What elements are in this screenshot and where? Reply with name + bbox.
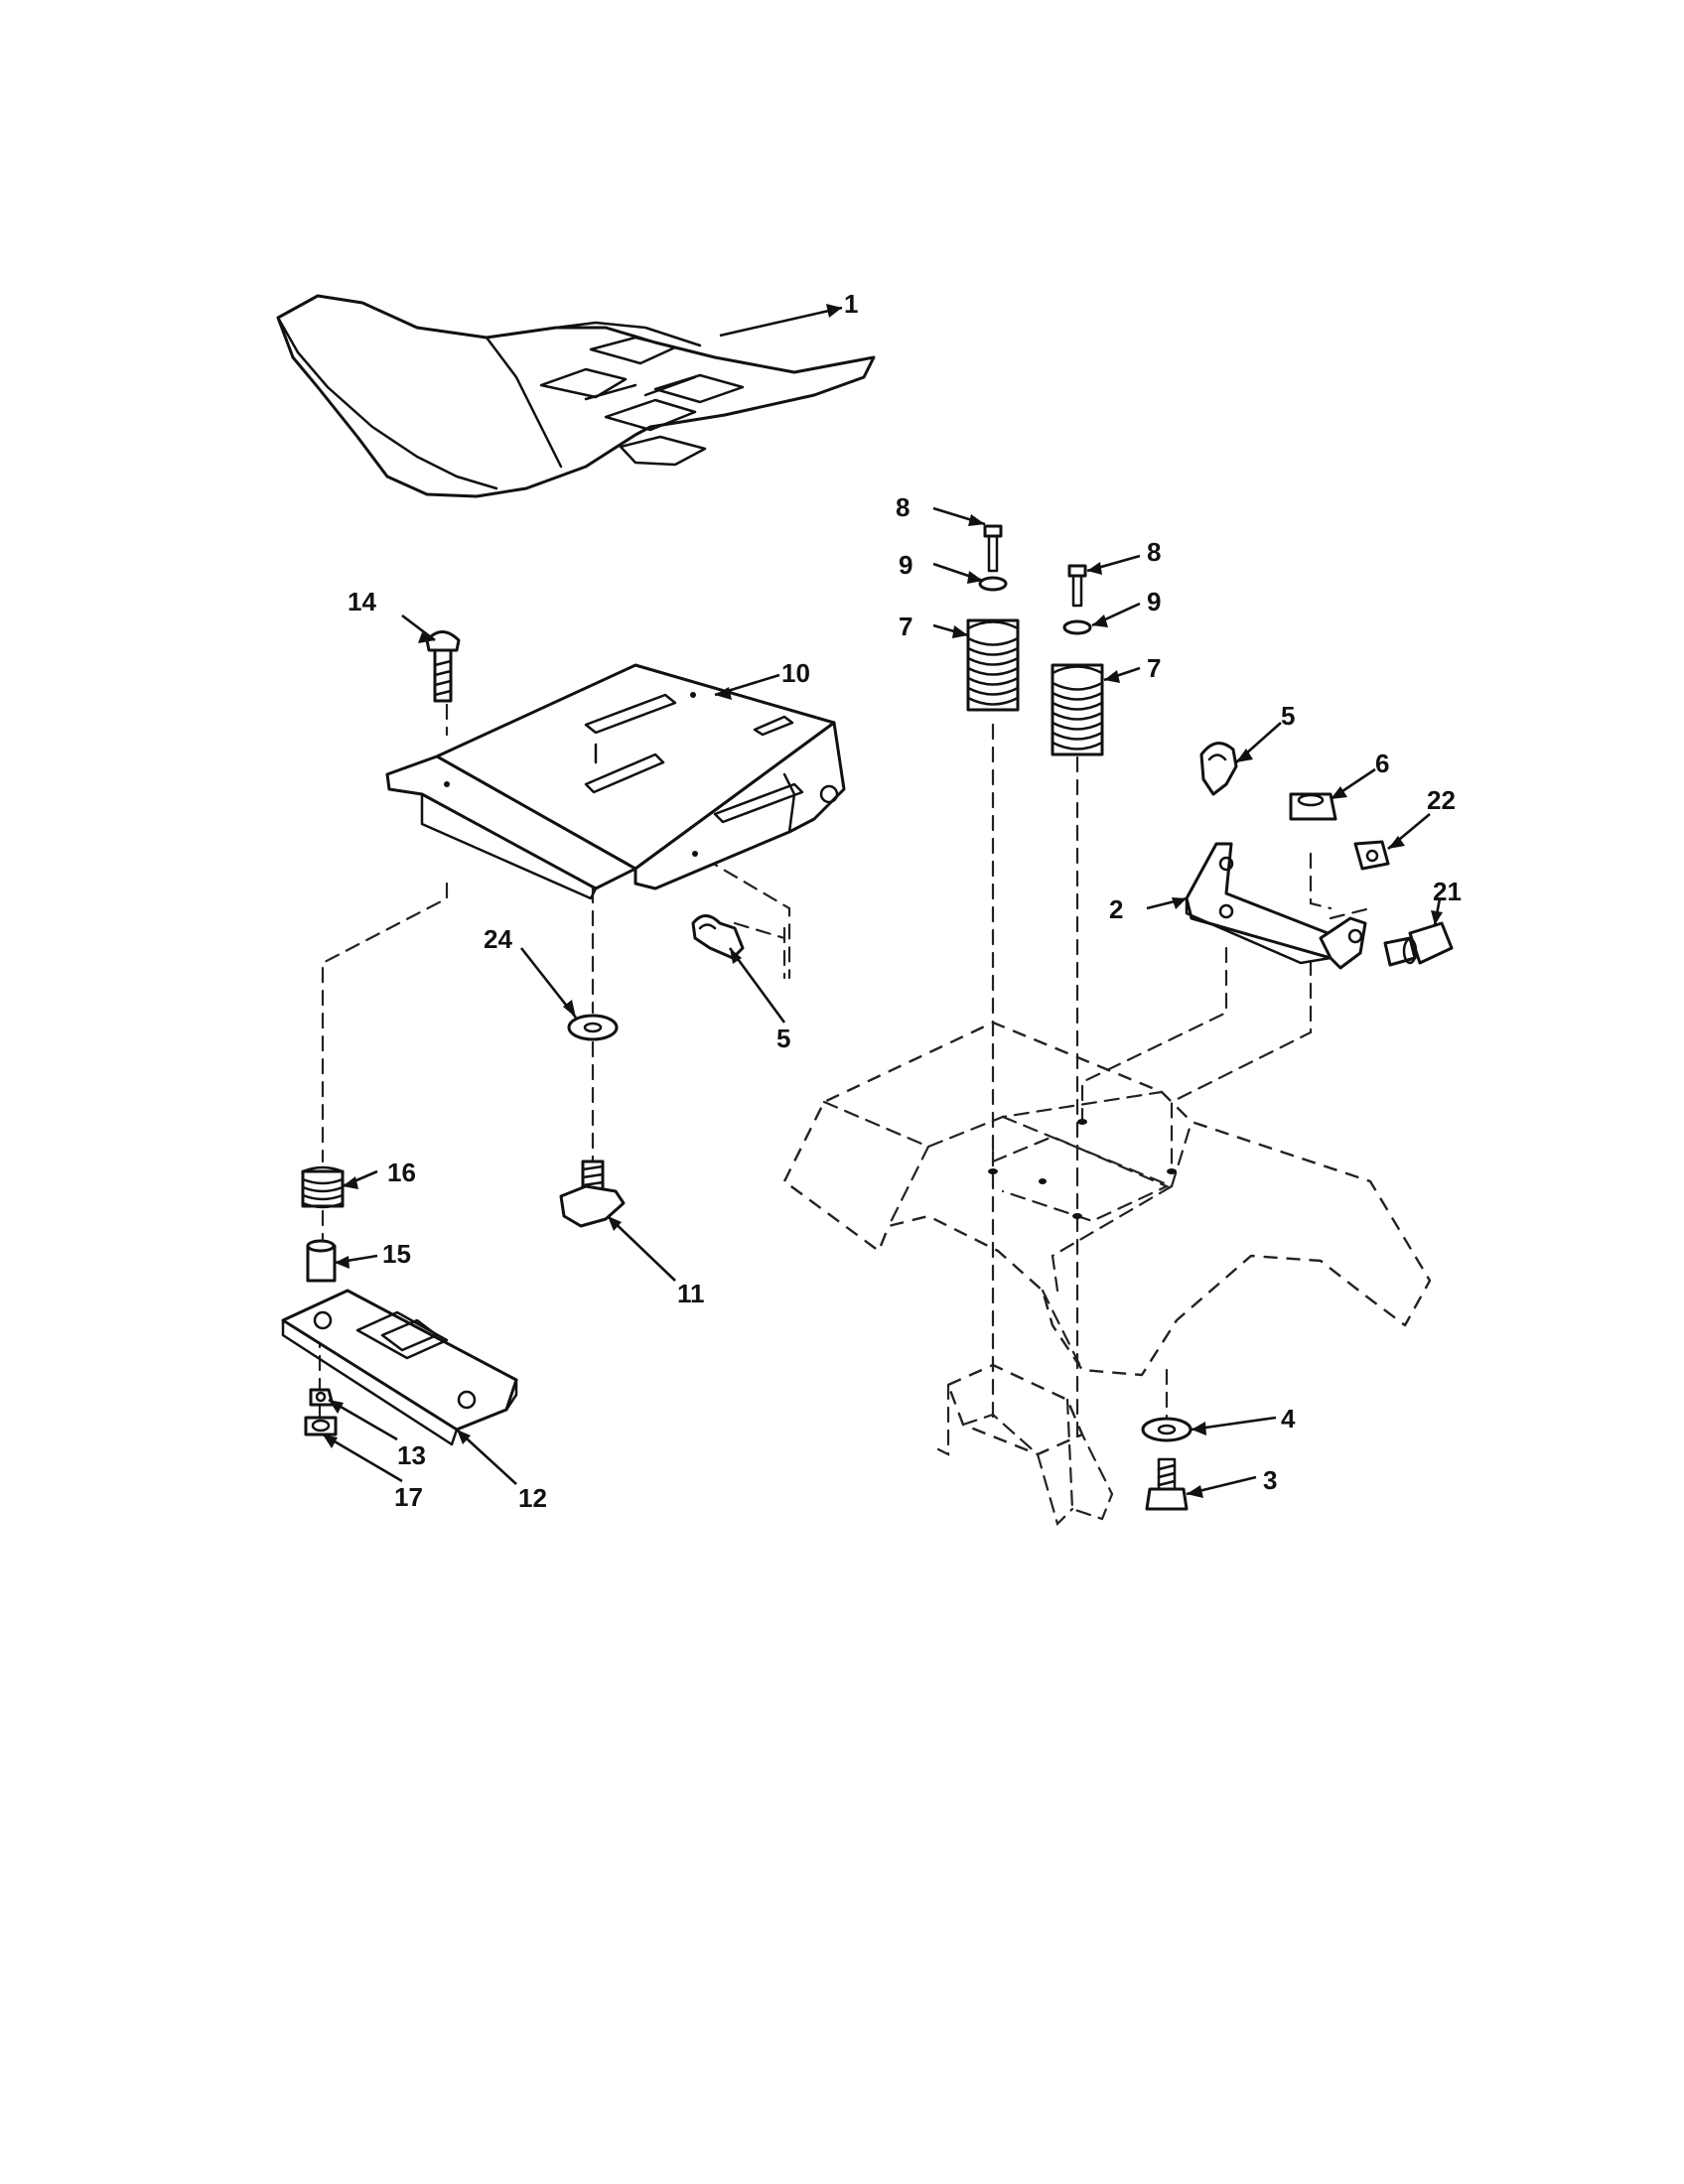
callout-8-right: 8	[1147, 537, 1161, 567]
hinge-plate	[281, 1289, 518, 1446]
callout-5-left: 5	[776, 1024, 790, 1053]
callout-9-right: 9	[1147, 587, 1161, 616]
spring-bolt-right	[1067, 564, 1087, 608]
lower-bracket	[936, 1363, 1114, 1527]
frame-holes	[988, 1119, 1177, 1219]
lock-nut-17	[304, 1416, 338, 1436]
callout-1: 1	[844, 289, 858, 319]
callout-21: 21	[1433, 877, 1462, 906]
hex-nut-22	[1353, 840, 1390, 871]
callout-7-left: 7	[899, 612, 912, 641]
callout-8-left: 8	[896, 492, 910, 522]
callout-16: 16	[387, 1158, 416, 1187]
mounting-bracket	[1185, 842, 1367, 970]
callout-7-right: 7	[1147, 653, 1161, 683]
shoulder-bolt	[1383, 921, 1454, 967]
bushing	[306, 1239, 337, 1283]
seat-pan	[385, 663, 846, 900]
chassis-frame	[782, 1021, 1432, 1377]
washer-4	[1141, 1417, 1193, 1442]
clip-right	[1199, 742, 1238, 796]
seat-spring	[301, 1165, 345, 1209]
callout-24: 24	[484, 924, 512, 954]
callout-5-right: 5	[1281, 701, 1295, 731]
compression-spring-right	[1051, 663, 1104, 756]
callout-2: 2	[1109, 894, 1123, 924]
adjust-knob	[559, 1160, 626, 1228]
compression-spring-left	[966, 618, 1020, 712]
leader-arrowheads	[323, 304, 1443, 1498]
callout-4: 4	[1281, 1404, 1296, 1433]
callout-9-left: 9	[899, 550, 912, 580]
callout-10: 10	[781, 658, 810, 688]
callout-13: 13	[397, 1440, 426, 1470]
hex-nut-13	[309, 1388, 335, 1407]
seat	[276, 294, 876, 498]
callout-11: 11	[677, 1279, 705, 1308]
callout-labels: 1 8 9 7 8 9 7 5 6 22 21 2 10 14 24 5 16 …	[348, 289, 1462, 1513]
hex-nut-6	[1289, 792, 1337, 821]
callout-6: 6	[1375, 749, 1389, 778]
callout-15: 15	[382, 1239, 411, 1269]
clip-hint-line	[733, 921, 786, 980]
spring-washer-left	[978, 576, 1008, 592]
carriage-bolt	[425, 630, 461, 703]
callout-14: 14	[348, 587, 376, 616]
hex-bolt-3	[1145, 1457, 1189, 1511]
callout-17: 17	[394, 1482, 423, 1512]
washer-24	[567, 1014, 619, 1041]
callout-3: 3	[1263, 1465, 1277, 1495]
callout-22: 22	[1427, 785, 1456, 815]
callout-12: 12	[518, 1483, 547, 1513]
spring-washer-right	[1062, 619, 1092, 635]
spring-bolt-left	[983, 524, 1003, 573]
clip-left	[691, 914, 745, 960]
